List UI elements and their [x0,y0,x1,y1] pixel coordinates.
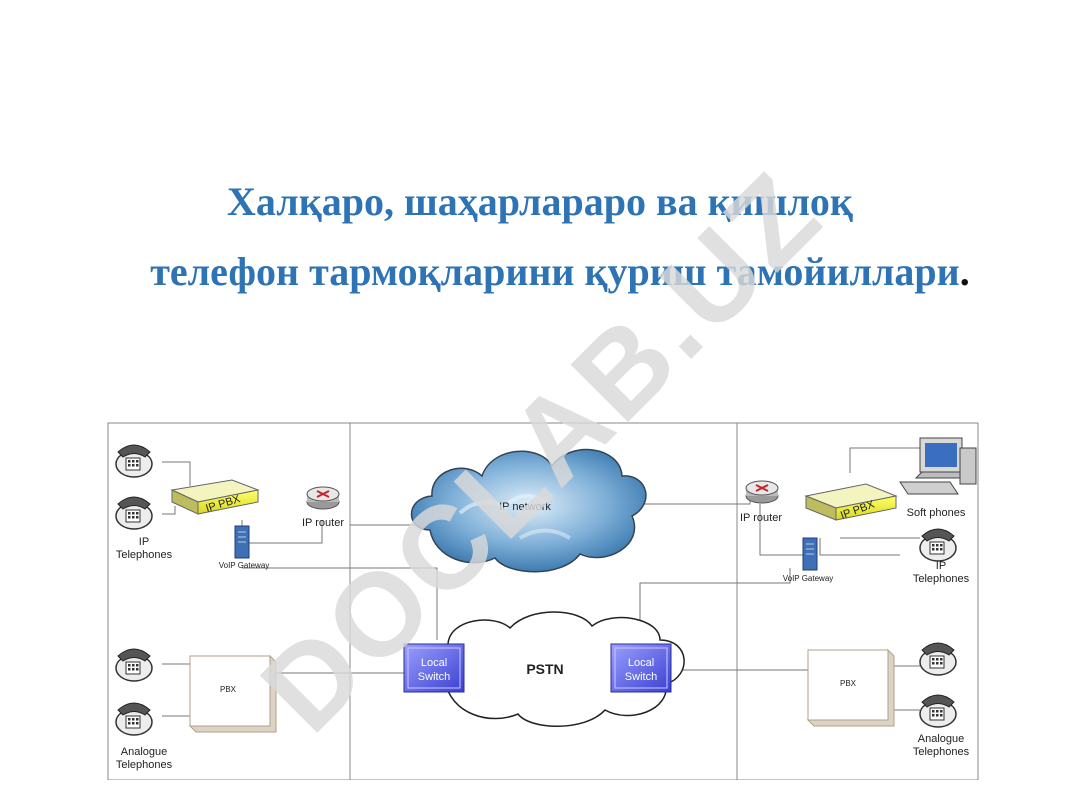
right-pbx-icon [806,648,895,727]
left-voip-gateway-icon [234,525,250,559]
local-switch-left-label-2: Switch [418,671,450,683]
title-line-2-text: телефон тармоқларини қуриш тамойиллари [150,249,960,294]
pstn-cloud [424,611,685,727]
right-voip-gateway-label: VoIP Gateway [783,574,834,583]
title-period: . [959,249,970,294]
right-analogue-phone-2-icon [919,694,957,728]
right-ip-phone-icon [919,528,957,562]
local-switch-right-label-1: Local [628,657,654,669]
left-ip-pbx-icon [170,479,260,515]
network-diagram: IP Telephones IP PBX VoIP Gateway IP rou… [107,422,979,780]
left-ip-telephones-label-2: Telephones [116,549,173,561]
local-switch-left-label-1: Local [421,657,447,669]
local-switch-left-icon [403,643,465,693]
ip-network-label: IP network [499,501,551,513]
page-title-line-1: Халқаро, шаҳарлараро ва қишлоқ [227,179,853,224]
right-ip-router-label: IP router [740,512,782,524]
local-switch-right-icon [610,643,672,693]
left-ip-telephones-label-1: IP [139,536,149,548]
right-pbx-label: PBX [840,679,857,688]
right-voip-gateway-icon [802,537,818,571]
left-pbx-icon [188,654,277,733]
right-ip-router-icon [745,480,779,504]
right-analogue-label-1: Analogue [918,733,965,745]
diagram-frame [107,422,979,780]
right-ip-pbx-icon [804,483,898,521]
left-ip-phone-1-icon [115,444,153,478]
left-analogue-phone-1-icon [115,648,153,682]
page-title-line-2: телефон тармоқларини қуриш тамойиллари. [20,248,1080,295]
right-ip-telephones-label-1: IP [936,560,946,572]
right-ip-telephones-label-2: Telephones [913,573,970,585]
local-switch-right-label-2: Switch [625,671,657,683]
soft-phones-label: Soft phones [907,507,966,519]
left-analogue-label-2: Telephones [116,759,173,771]
soft-phone-computer-icon [899,437,977,495]
right-analogue-label-2: Telephones [913,746,970,758]
left-ip-router-icon [306,486,340,510]
left-ip-phone-2-icon [115,496,153,530]
left-pbx-label: PBX [220,685,237,694]
ip-network-cloud [410,448,647,573]
pstn-label: PSTN [526,661,563,677]
left-ip-router-label: IP router [302,517,344,529]
connection-lines [162,447,920,717]
left-analogue-label-1: Analogue [121,746,168,758]
right-analogue-phone-1-icon [919,642,957,676]
left-analogue-phone-2-icon [115,702,153,736]
left-voip-gateway-label: VoIP Gateway [219,561,270,570]
